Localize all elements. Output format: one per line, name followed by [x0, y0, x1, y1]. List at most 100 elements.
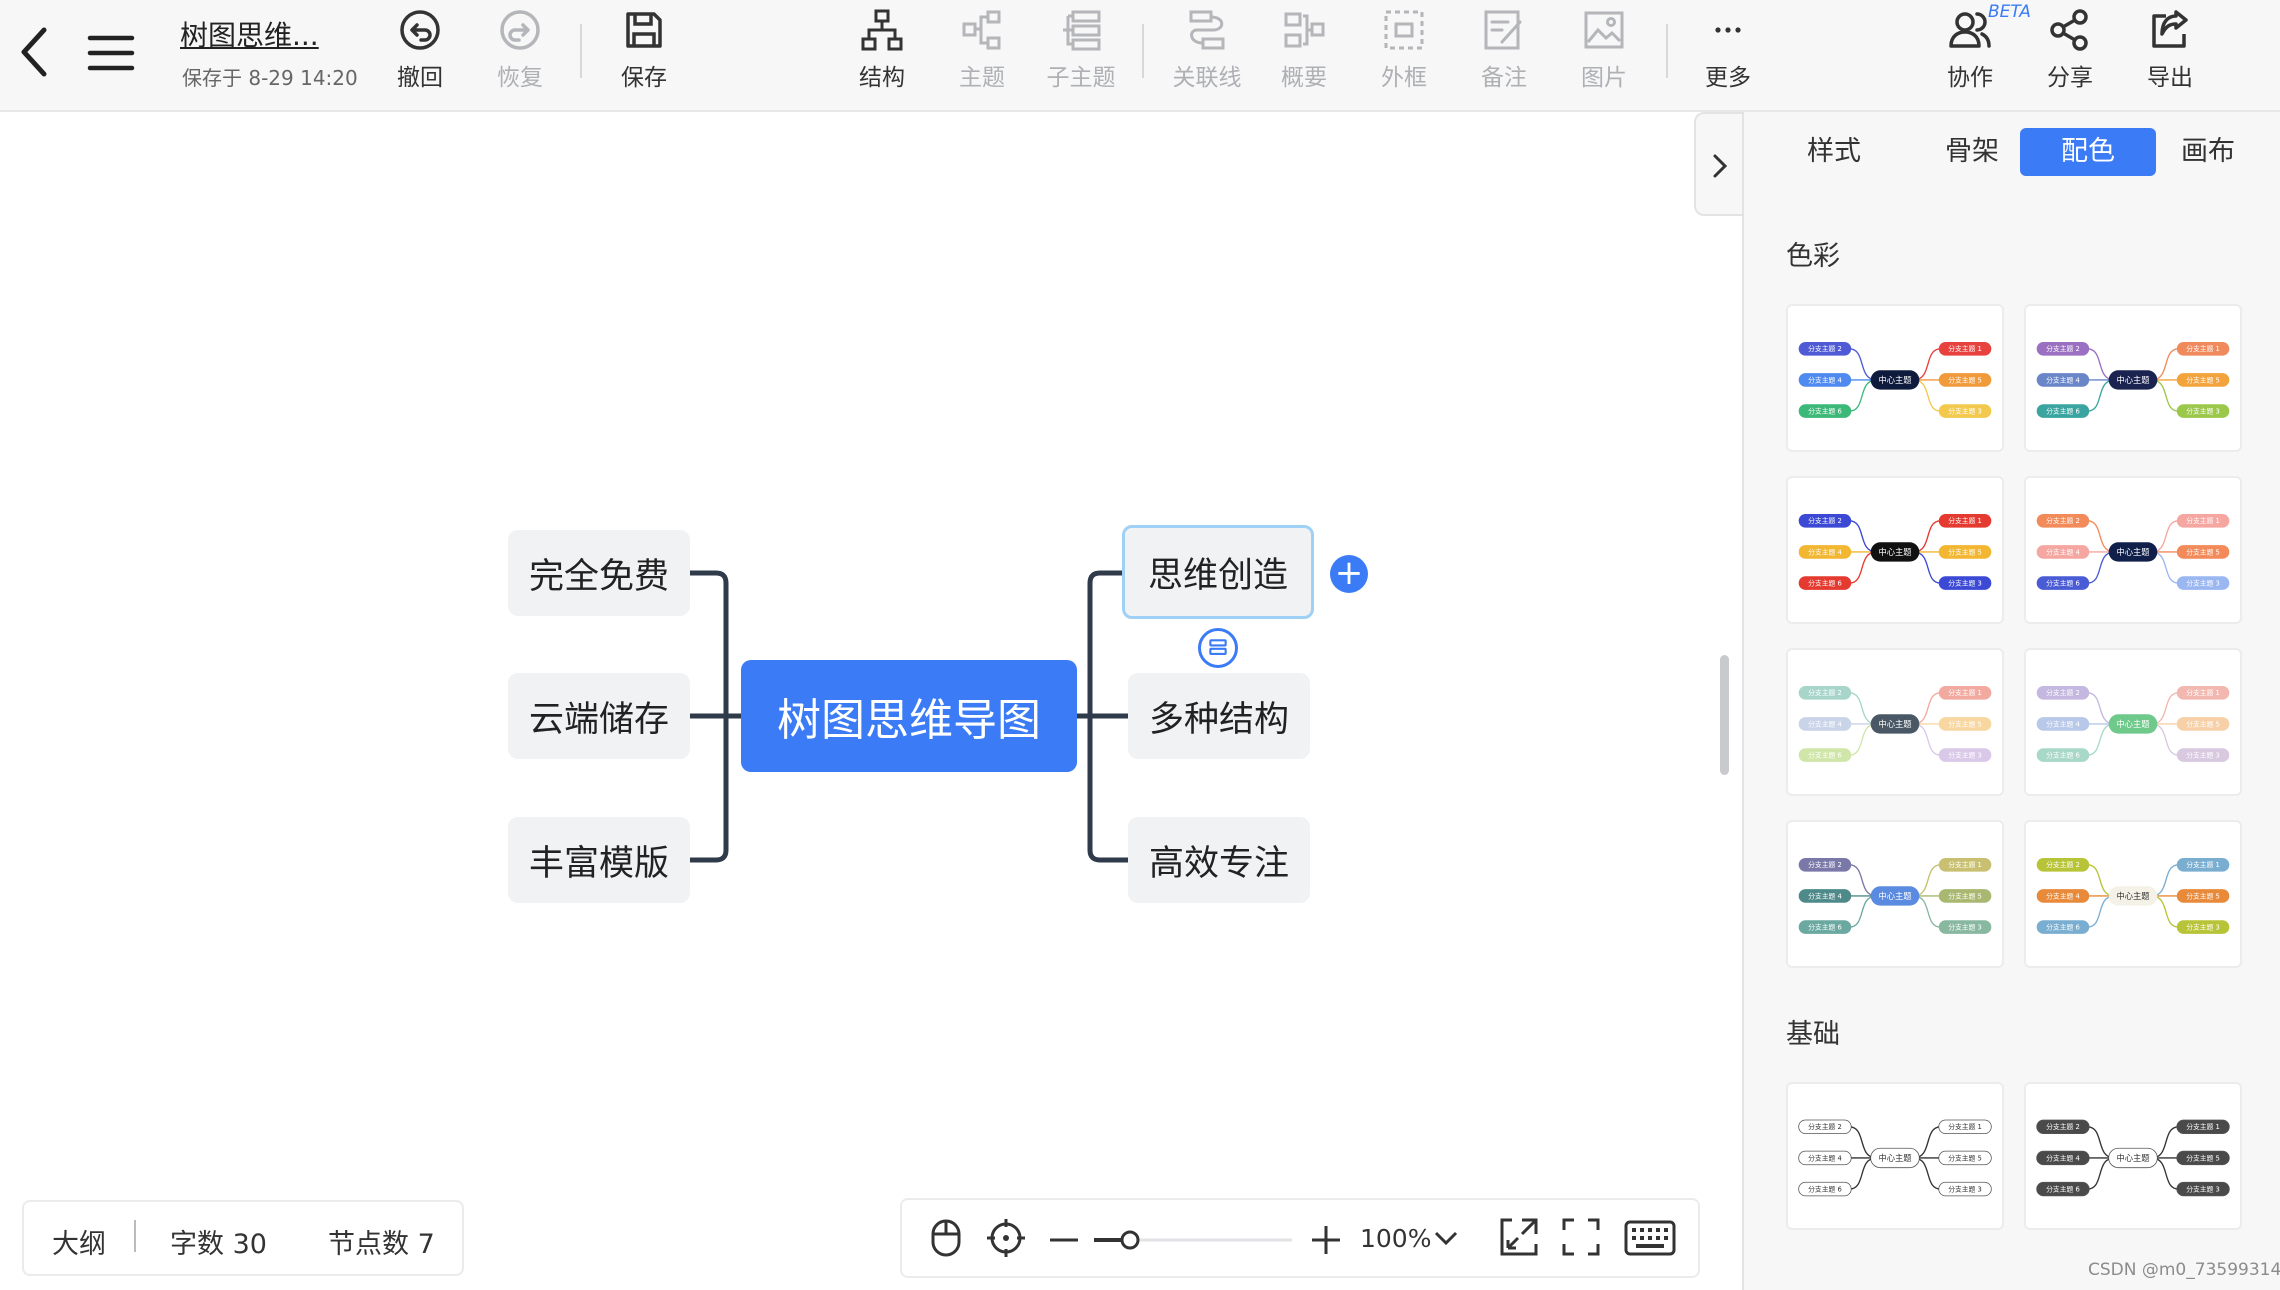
hamburger-menu-icon[interactable]: [86, 28, 136, 78]
tab-skeleton[interactable]: 骨架: [1945, 136, 1999, 167]
section-title-color: 色彩: [1786, 241, 1840, 272]
thumb-branch-pill: [1938, 373, 1992, 387]
thumb-center-label: 中心主题: [2116, 891, 2149, 901]
note-button[interactable]: 备注: [1474, 0, 1534, 110]
thumb-branch-pill: [1798, 1119, 1852, 1135]
thumb-branch-pill: [1938, 545, 1992, 559]
left-topic-node[interactable]: 完全免费: [508, 530, 690, 616]
save-button[interactable]: 保存: [614, 0, 674, 110]
subtopic-button[interactable]: 子主题: [1040, 0, 1122, 110]
thumb-branch-label: 分支主题 5: [1948, 719, 1982, 728]
thumb-branch-label: 分支主题 5: [2186, 891, 2220, 900]
zoom-slider[interactable]: [1092, 1228, 1292, 1252]
thumb-center-pill: [1870, 1147, 1920, 1169]
left-topic-node[interactable]: 云端储存: [508, 673, 690, 759]
summary-label: 概要: [1281, 65, 1327, 91]
zoom-in-icon[interactable]: [1312, 1226, 1340, 1254]
fit-view-icon[interactable]: [1500, 1218, 1538, 1256]
thumb-branch-pill: [1938, 748, 1992, 762]
left-topic-node[interactable]: 丰富模版: [508, 817, 690, 903]
chevron-right-icon: [1713, 154, 1728, 178]
thumb-branch-label: 分支主题 3: [1948, 751, 1982, 760]
top-toolbar: 树图思维... 保存于 8-29 14:20 撤回 恢复 保存 结构 主题 子主…: [0, 0, 2280, 112]
thumb-branch-pill: [2176, 514, 2230, 528]
tab-color-scheme[interactable]: 配色: [2020, 128, 2156, 176]
right-topic-node[interactable]: 多种结构: [1128, 673, 1310, 759]
thumb-branch-label: 分支主题 2: [2046, 1122, 2080, 1131]
zoom-out-icon[interactable]: [1050, 1238, 1078, 1242]
thumb-branch-pill: [1798, 576, 1852, 590]
more-button[interactable]: 更多: [1698, 0, 1758, 110]
relation-line-button[interactable]: 关联线: [1166, 0, 1248, 110]
thumb-branch-pill: [1938, 514, 1992, 528]
thumb-branch-pill: [2036, 858, 2090, 872]
topic-button[interactable]: 主题: [952, 0, 1012, 110]
thumb-branch-pill: [2176, 920, 2230, 934]
image-button[interactable]: 图片: [1574, 0, 1634, 110]
undo-icon: [400, 10, 440, 50]
keyboard-shortcuts-icon[interactable]: [1624, 1220, 1676, 1256]
chevron-down-icon[interactable]: [1434, 1230, 1458, 1246]
boundary-button[interactable]: 外框: [1374, 0, 1434, 110]
thumb-branch-pill: [1798, 858, 1852, 872]
zoom-level[interactable]: 100%: [1360, 1224, 1432, 1253]
thumb-branch-label: 分支主题 2: [1808, 344, 1842, 353]
share-button[interactable]: 分享: [2040, 0, 2100, 110]
add-subtopic-icon[interactable]: [1198, 628, 1238, 668]
central-topic-node[interactable]: 树图思维导图: [741, 660, 1077, 772]
thumb-branch-pill: [2036, 686, 2090, 700]
tab-canvas[interactable]: 画布: [2181, 136, 2235, 167]
thumb-branch-pill: [1798, 514, 1852, 528]
thumb-branch-pill: [1938, 576, 1992, 590]
thumb-center-pill: [1870, 886, 1920, 906]
back-arrow-icon[interactable]: [14, 24, 54, 80]
collaborate-button[interactable]: 协作: [1940, 0, 2000, 110]
word-count: 字数 30: [170, 1229, 267, 1260]
thumb-branch-label: 分支主题 6: [2046, 751, 2080, 760]
structure-button[interactable]: 结构: [852, 0, 912, 110]
right-topic-node[interactable]: 高效专注: [1128, 817, 1310, 903]
locate-center-icon[interactable]: [986, 1218, 1026, 1258]
redo-button[interactable]: 恢复: [490, 0, 550, 110]
thumb-branch-label: 分支主题 2: [2046, 344, 2080, 353]
fullscreen-icon[interactable]: [1562, 1218, 1600, 1256]
thumb-branch-label: 分支主题 2: [1808, 688, 1842, 697]
canvas-scrollbar[interactable]: [1720, 655, 1729, 775]
thumb-branch-pill: [1798, 1150, 1852, 1166]
thumb-branch-pill: [2176, 686, 2230, 700]
thumb-branch-label: 分支主题 1: [1948, 344, 1982, 353]
thumb-branch-label: 分支主题 4: [1808, 547, 1842, 556]
mouse-mode-icon[interactable]: [930, 1218, 962, 1258]
thumb-branch-pill: [2036, 514, 2090, 528]
thumb-branch-pill: [1798, 342, 1852, 356]
collapse-panel-button[interactable]: [1694, 112, 1742, 216]
collaborate-users-icon: [1949, 12, 1991, 48]
summary-button[interactable]: 概要: [1274, 0, 1334, 110]
tab-style[interactable]: 样式: [1807, 136, 1861, 167]
thumb-branch-pill: [1938, 717, 1992, 731]
document-title[interactable]: 树图思维...: [180, 19, 319, 52]
thumb-branch-label: 分支主题 1: [1948, 516, 1982, 525]
more-dots-icon: [1715, 27, 1741, 33]
undo-button[interactable]: 撤回: [390, 0, 450, 110]
outline-button[interactable]: 大纲: [52, 1229, 106, 1260]
export-button[interactable]: 导出: [2140, 0, 2200, 110]
right-topic-node-selected[interactable]: 思维创造: [1122, 525, 1314, 619]
add-child-plus-icon[interactable]: +: [1330, 555, 1368, 593]
thumb-branch-label: 分支主题 1: [2186, 688, 2220, 697]
